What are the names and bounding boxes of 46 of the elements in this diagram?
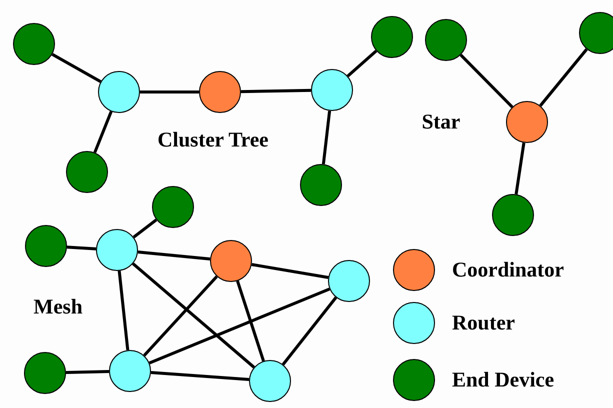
network-node-circle xyxy=(492,194,534,236)
link-line xyxy=(150,371,250,381)
network-node-circle xyxy=(96,229,138,271)
link-line xyxy=(148,288,330,364)
link-line xyxy=(346,50,378,78)
topology-label: Mesh xyxy=(34,294,82,320)
link-line xyxy=(251,263,329,279)
link-line xyxy=(143,275,218,357)
legend-text: Coordinator xyxy=(452,258,564,282)
network-node-circle xyxy=(152,186,194,228)
network-node-circle xyxy=(311,69,353,111)
network-node-circle xyxy=(13,23,55,65)
network-node-circle xyxy=(249,360,291,402)
link-line xyxy=(240,88,312,94)
network-node-circle xyxy=(98,71,140,113)
link-line xyxy=(66,370,110,374)
link-line xyxy=(460,54,514,108)
legend-text: Router xyxy=(452,310,515,336)
link-line xyxy=(66,246,96,250)
network-node-circle xyxy=(199,71,241,113)
link-line xyxy=(52,53,102,83)
link-line xyxy=(514,142,526,194)
network-node-circle xyxy=(425,19,467,61)
network-node-circle xyxy=(109,350,151,392)
link-line xyxy=(236,280,265,362)
network-node-circle xyxy=(579,12,613,54)
network-node-circle xyxy=(24,352,66,394)
network-node-circle xyxy=(25,225,67,267)
link-line xyxy=(539,48,588,107)
link-line xyxy=(322,110,332,164)
link-line xyxy=(118,270,130,350)
network-node-circle xyxy=(328,260,370,302)
network-node-circle xyxy=(210,240,252,282)
link-line xyxy=(140,90,199,94)
link-line xyxy=(138,250,210,260)
link-line xyxy=(93,110,113,154)
network-node-circle xyxy=(66,151,108,193)
link-line xyxy=(282,296,338,366)
network-node-circle xyxy=(506,101,548,143)
topology-label: Star xyxy=(422,110,460,134)
legend-text: End Device xyxy=(452,368,554,392)
link-line xyxy=(132,218,158,238)
network-node-circle xyxy=(300,164,342,206)
link-line xyxy=(132,262,256,368)
topology-label: Cluster Tree xyxy=(158,128,268,152)
network-node-circle xyxy=(371,16,413,58)
